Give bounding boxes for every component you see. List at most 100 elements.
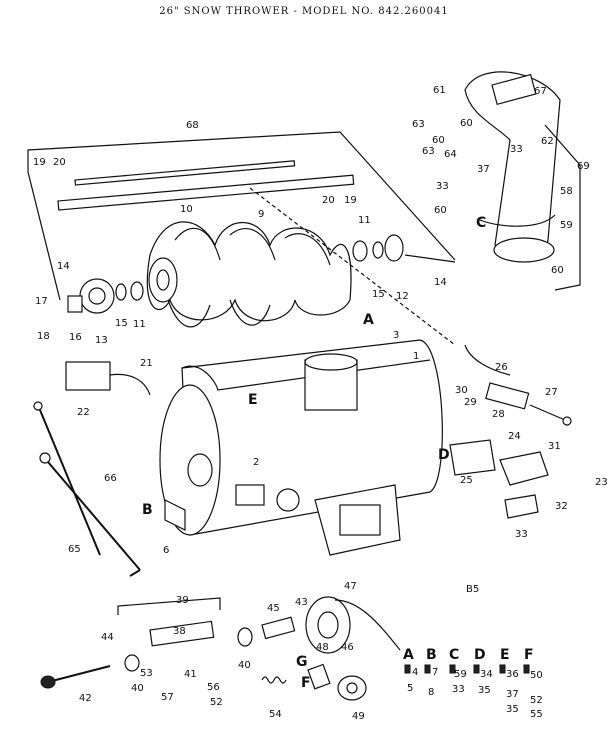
part-label-33b: 33 bbox=[436, 181, 449, 192]
housing-part bbox=[159, 339, 443, 556]
letter-G-bottom: G bbox=[296, 654, 308, 670]
part-label-65: 65 bbox=[68, 544, 81, 555]
part-label-23: 23 bbox=[595, 477, 608, 488]
kit-letter-D: D bbox=[474, 647, 486, 663]
part-label-14b: 14 bbox=[434, 277, 447, 288]
handle-42 bbox=[47, 665, 111, 683]
part-label-56: 56 bbox=[207, 682, 220, 693]
part-label-6: 6 bbox=[163, 545, 170, 556]
axle-part bbox=[57, 174, 355, 211]
part-label-42: 42 bbox=[79, 693, 92, 704]
part-label-22: 22 bbox=[77, 407, 90, 418]
page-code: B5 bbox=[466, 584, 480, 595]
part-label-48: 48 bbox=[316, 642, 329, 653]
kit-D-34: 34 bbox=[480, 669, 493, 680]
part-label-43: 43 bbox=[295, 597, 308, 608]
kit-E-35: 35 bbox=[506, 704, 519, 715]
part-label-19b: 19 bbox=[344, 195, 357, 206]
part-label-2: 2 bbox=[253, 457, 260, 468]
part-label-15b: 15 bbox=[115, 318, 128, 329]
part-label-40: 40 bbox=[238, 660, 251, 671]
part-label-25: 25 bbox=[460, 475, 473, 486]
part-label-19: 19 bbox=[33, 157, 46, 168]
part-label-47: 47 bbox=[344, 581, 357, 592]
kit-A-5: 5 bbox=[407, 683, 414, 694]
part-label-21: 21 bbox=[140, 358, 153, 369]
part-label-16: 16 bbox=[69, 332, 82, 343]
kit-E-36: 36 bbox=[506, 669, 519, 680]
part-label-63: 63 bbox=[412, 119, 425, 130]
letter-A-top: A bbox=[363, 312, 374, 328]
part-label-60c: 60 bbox=[434, 205, 447, 216]
kit-C-59: 59 bbox=[454, 669, 467, 680]
kit-A-4: 4 bbox=[412, 667, 419, 678]
part-label-64: 64 bbox=[444, 149, 457, 160]
sprocket-13 bbox=[79, 278, 115, 314]
kit-letter-A: A bbox=[403, 647, 414, 663]
part-label-46: 46 bbox=[341, 642, 354, 653]
part-label-38: 38 bbox=[173, 626, 186, 637]
part-label-12: 12 bbox=[396, 291, 409, 302]
rod-65 bbox=[39, 409, 101, 556]
part-label-62: 62 bbox=[541, 136, 554, 147]
kit-F-52: 52 bbox=[530, 695, 543, 706]
chute-part bbox=[464, 71, 561, 263]
part-label-1: 1 bbox=[413, 351, 420, 362]
part-label-60b: 60 bbox=[432, 135, 445, 146]
part-label-28: 28 bbox=[492, 409, 505, 420]
part-label-49: 49 bbox=[352, 711, 365, 722]
part-label-41: 41 bbox=[184, 669, 197, 680]
part-label-61: 61 bbox=[433, 85, 446, 96]
part-label-52: 52 bbox=[210, 697, 223, 708]
letter-F-bottom: F bbox=[301, 675, 311, 691]
part-label-32: 32 bbox=[555, 501, 568, 512]
part-label-20b: 20 bbox=[322, 195, 335, 206]
kit-F-55: 55 bbox=[530, 709, 543, 720]
part-label-14: 14 bbox=[57, 261, 70, 272]
diagram-title: 26" SNOW THROWER - MODEL NO. 842.260041 bbox=[159, 6, 449, 17]
rod-66 bbox=[47, 461, 141, 571]
kit-C-33: 33 bbox=[452, 684, 465, 695]
bracket-68-line bbox=[27, 131, 456, 261]
letter-C-chute: C bbox=[476, 215, 487, 231]
kit-letter-C: C bbox=[449, 647, 460, 663]
part-label-13: 13 bbox=[95, 335, 108, 346]
part-label-27: 27 bbox=[545, 387, 558, 398]
part-label-44: 44 bbox=[101, 632, 114, 643]
letter-B-side: B bbox=[142, 502, 153, 518]
part-label-58: 58 bbox=[560, 186, 573, 197]
part-label-68: 68 bbox=[186, 120, 199, 131]
part-label-33c: 33 bbox=[515, 529, 528, 540]
letter-D-side: D bbox=[438, 447, 450, 463]
part-label-9: 9 bbox=[258, 209, 265, 220]
part-label-3: 3 bbox=[393, 330, 400, 341]
kit-letter-E: E bbox=[500, 647, 510, 663]
part-label-37: 37 bbox=[477, 164, 490, 175]
part-label-33: 33 bbox=[510, 144, 523, 155]
letter-E-top: E bbox=[248, 392, 258, 408]
part-label-30: 30 bbox=[455, 385, 468, 396]
part-label-26: 26 bbox=[495, 362, 508, 373]
part-label-45: 45 bbox=[267, 603, 280, 614]
part-label-53: 53 bbox=[140, 668, 153, 679]
part-label-29: 29 bbox=[464, 397, 477, 408]
kit-letter-B: B bbox=[426, 647, 437, 663]
kit-E-37: 37 bbox=[506, 689, 519, 700]
shaft-38 bbox=[149, 620, 215, 647]
pulley-46 bbox=[305, 596, 351, 654]
part-label-20: 20 bbox=[53, 157, 66, 168]
part-label-57: 57 bbox=[161, 692, 174, 703]
part-label-39: 39 bbox=[176, 595, 189, 606]
part-label-69: 69 bbox=[577, 161, 590, 172]
part-label-24: 24 bbox=[508, 431, 521, 442]
kit-F-50: 50 bbox=[530, 670, 543, 681]
part-label-11: 11 bbox=[358, 215, 371, 226]
part-label-60: 60 bbox=[460, 118, 473, 129]
part-label-54: 54 bbox=[269, 709, 282, 720]
part-label-67: 67 bbox=[534, 86, 547, 97]
part-label-18: 18 bbox=[37, 331, 50, 342]
part-label-59: 59 bbox=[560, 220, 573, 231]
part-label-66: 66 bbox=[104, 473, 117, 484]
